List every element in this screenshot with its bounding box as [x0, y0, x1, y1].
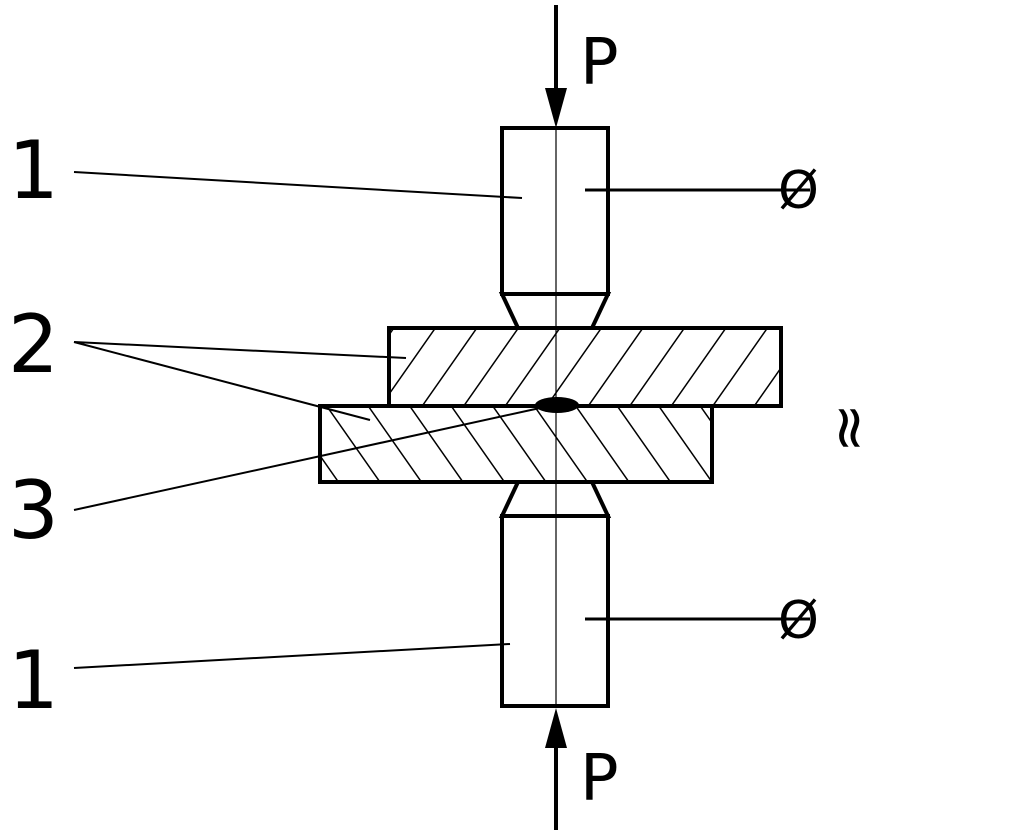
terminal-symbol-top: Ø	[778, 161, 819, 221]
leader-line-electrode-bottom	[73, 643, 511, 669]
lower-electrode	[498, 480, 612, 708]
ac-source-symbol: ≈	[813, 403, 883, 453]
terminal-symbol-bottom: Ø	[778, 591, 819, 651]
label-nugget: 3	[8, 464, 59, 557]
leader-line-electrode-top	[73, 171, 523, 199]
leader-line-nugget	[73, 407, 541, 511]
upper-sheet	[387, 326, 783, 408]
upper-electrode	[498, 126, 612, 330]
leader-line-sheet-lower	[73, 341, 371, 421]
label-force-bottom: P	[580, 742, 619, 816]
label-electrode-bottom: 1	[8, 634, 59, 727]
leader-line-sheet-upper	[73, 341, 407, 359]
weld-nugget	[535, 397, 579, 413]
label-force-top: P	[580, 26, 619, 100]
label-sheets: 2	[8, 298, 59, 391]
force-arrow-bottom	[545, 708, 567, 830]
label-electrode-top: 1	[8, 124, 59, 217]
force-arrow-top	[545, 5, 567, 128]
